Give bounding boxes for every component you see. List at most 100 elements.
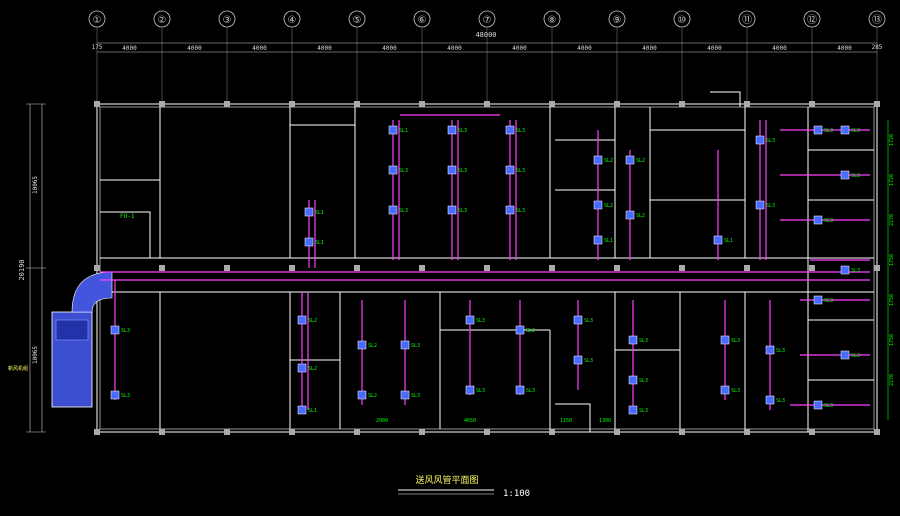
right-dimension: 1750 [889,294,895,306]
axis-label: ⑦ [483,15,492,26]
axis-label: ⑫ [807,14,817,26]
axis-label: ② [158,15,167,26]
air-outlet: SL1 [304,207,324,217]
air-outlet: SL1 [297,405,317,415]
span-dimension: 4000 [512,45,527,52]
air-outlet: SL2 [515,325,535,335]
drawing-title: 送风风管平面图 [415,474,478,486]
air-outlet: SL2 [357,390,377,400]
outlet-label: SL3 [731,338,740,344]
air-outlet: SL3 [573,315,593,325]
column [744,265,750,271]
air-outlet: SL3 [813,215,833,225]
column [809,265,815,271]
air-outlet: SL3 [765,345,785,355]
span-dimension: 4000 [382,45,397,52]
span-dimension: 4000 [837,45,852,52]
air-outlet: SL2 [625,210,645,220]
air-handling-unit [51,271,113,408]
air-outlet: SL3 [515,385,535,395]
axis-bubble: ⑧ [543,10,561,104]
air-outlet: SL3 [755,200,775,210]
outlet-label: SL2 [368,343,377,349]
outlet-label: SL3 [766,203,775,209]
axis-bubble: ① [88,10,106,104]
axis-bubble: ⑪ [738,10,756,104]
axis-label: ⑥ [418,15,427,26]
outlet-label: SL3 [776,348,785,354]
air-outlet: SL3 [447,165,467,175]
outlet-label: SL1 [308,408,317,414]
outlet-label: SL3 [824,298,833,304]
column [679,429,685,435]
column [809,101,815,107]
air-outlet: SL3 [505,125,525,135]
column [874,101,880,107]
span-dimension: 4000 [252,45,267,52]
air-outlet: SL3 [840,125,860,135]
axis-bubble: ② [153,10,171,104]
outlet-label: SL3 [516,128,525,134]
outlet-label: SL2 [604,203,613,209]
axis-label: ⑨ [613,15,622,26]
outlet-label: SL2 [604,158,613,164]
column [484,265,490,271]
axis-bubble: ⑫ [803,10,821,104]
column [484,101,490,107]
air-outlet: SL3 [388,205,408,215]
outlet-label: SL1 [315,210,324,216]
air-outlet: SL3 [720,335,740,345]
axis-bubble: ③ [218,10,236,104]
column [159,265,165,271]
outlet-label: SL3 [851,268,860,274]
axis-label: ⑩ [678,15,687,26]
column [94,265,100,271]
column [874,265,880,271]
outlet-label: SL3 [516,168,525,174]
outlet-label: SL3 [639,378,648,384]
bottom-dimension: 1300 [599,418,611,424]
axis-label: ④ [288,15,297,26]
air-outlet: SL1 [713,235,733,245]
right-dimension: 1720 [889,174,895,186]
ahu-tag: FU-1 [120,213,135,220]
column [614,101,620,107]
outlet-label: SL3 [121,328,130,334]
column [94,101,100,107]
column [679,265,685,271]
axis-bubble: ⑦ [478,10,496,104]
outlet-label: SL2 [526,328,535,334]
air-outlet: SL3 [720,385,740,395]
air-outlet: SL3 [813,400,833,410]
span-dimension: 4000 [447,45,462,52]
air-outlet: SL3 [813,295,833,305]
right-dimension: 1720 [889,134,895,146]
outlet-label: SL2 [636,213,645,219]
air-outlet: SL3 [813,125,833,135]
lower-depth-dimension: 10065 [32,346,39,364]
air-outlet: SL3 [388,165,408,175]
span-dimension: 4000 [577,45,592,52]
outlet-label: SL3 [411,343,420,349]
air-outlet: SL3 [505,205,525,215]
axis-label: ⑪ [742,14,752,26]
outlet-label: SL3 [476,318,485,324]
column [419,265,425,271]
column [94,429,100,435]
outlet-label: SL2 [368,393,377,399]
axis-label: ③ [223,15,232,26]
outlet-label: SL3 [639,338,648,344]
column [809,429,815,435]
air-outlet: SL3 [447,205,467,215]
ahu-label: 新风机组 [8,365,28,372]
air-outlet: SL3 [400,390,420,400]
right-dimension: 1750 [889,334,895,346]
span-dimension: 4000 [122,45,137,52]
column [744,101,750,107]
outlet-label: SL3 [458,168,467,174]
outlet-label: SL3 [526,388,535,394]
column [874,429,880,435]
